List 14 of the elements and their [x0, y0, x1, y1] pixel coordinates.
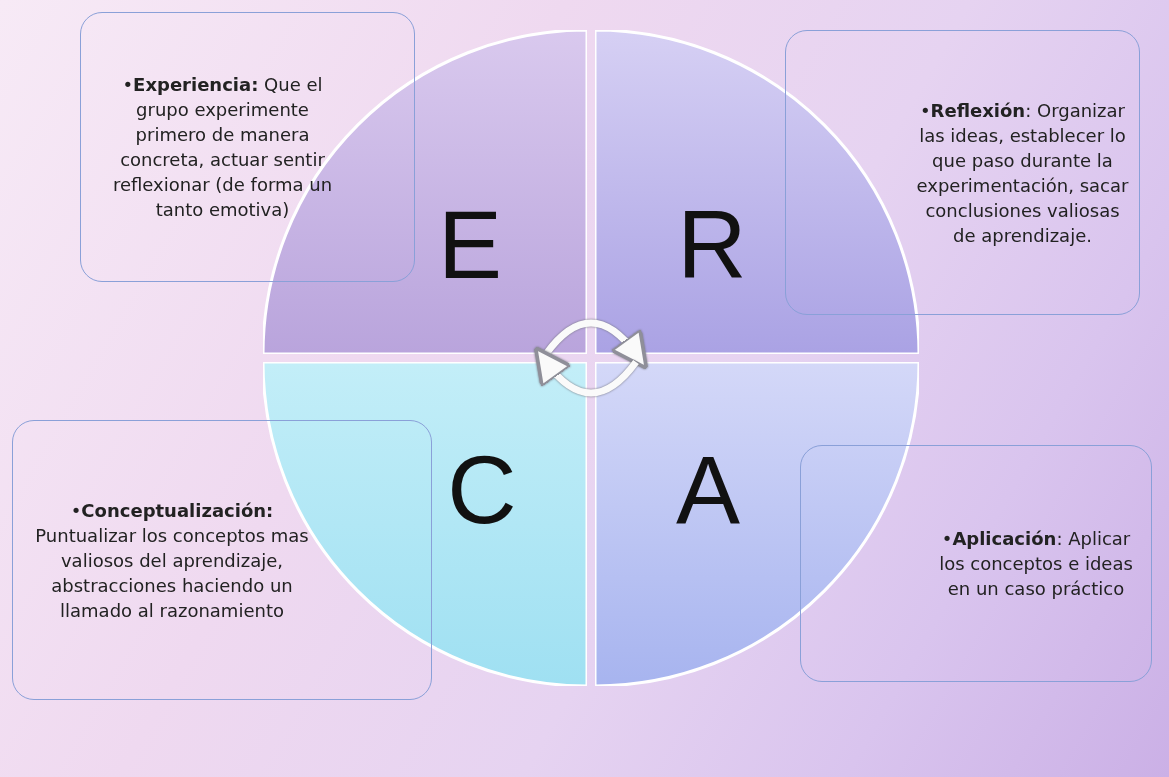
text-box: [12, 420, 432, 700]
quadrant-letter: E: [438, 195, 502, 295]
quadrant-letter: R: [677, 195, 747, 295]
quadrant-letter: C: [447, 440, 517, 540]
description-text: •Aplicación: Aplicar los conceptos e ideas en un caso práctico: [938, 527, 1134, 601]
curved-arrow: [533, 346, 639, 397]
description-text: •Experiencia: Que el grupo experimente primero de manera concreta, actuar sentir reflexionar (de forma un tanto emotiva): [111, 73, 334, 222]
curved-arrow: [543, 319, 649, 370]
description-text: •Reflexión: Organizar las ideas, establecer lo que paso durante la experimentación, sacar conclusiones valiosas de aprendizaje.: [915, 98, 1130, 248]
quadrant-letter: A: [676, 440, 740, 540]
description-text: •Conceptualización: Puntualizar los conceptos mas valiosos del aprendizaje, abstracciones haciendo un llamado al razonamiento: [34, 498, 310, 623]
text-box: [800, 445, 1152, 682]
quadrant-segment: [595, 30, 919, 354]
quadrant-segment: [595, 362, 919, 686]
